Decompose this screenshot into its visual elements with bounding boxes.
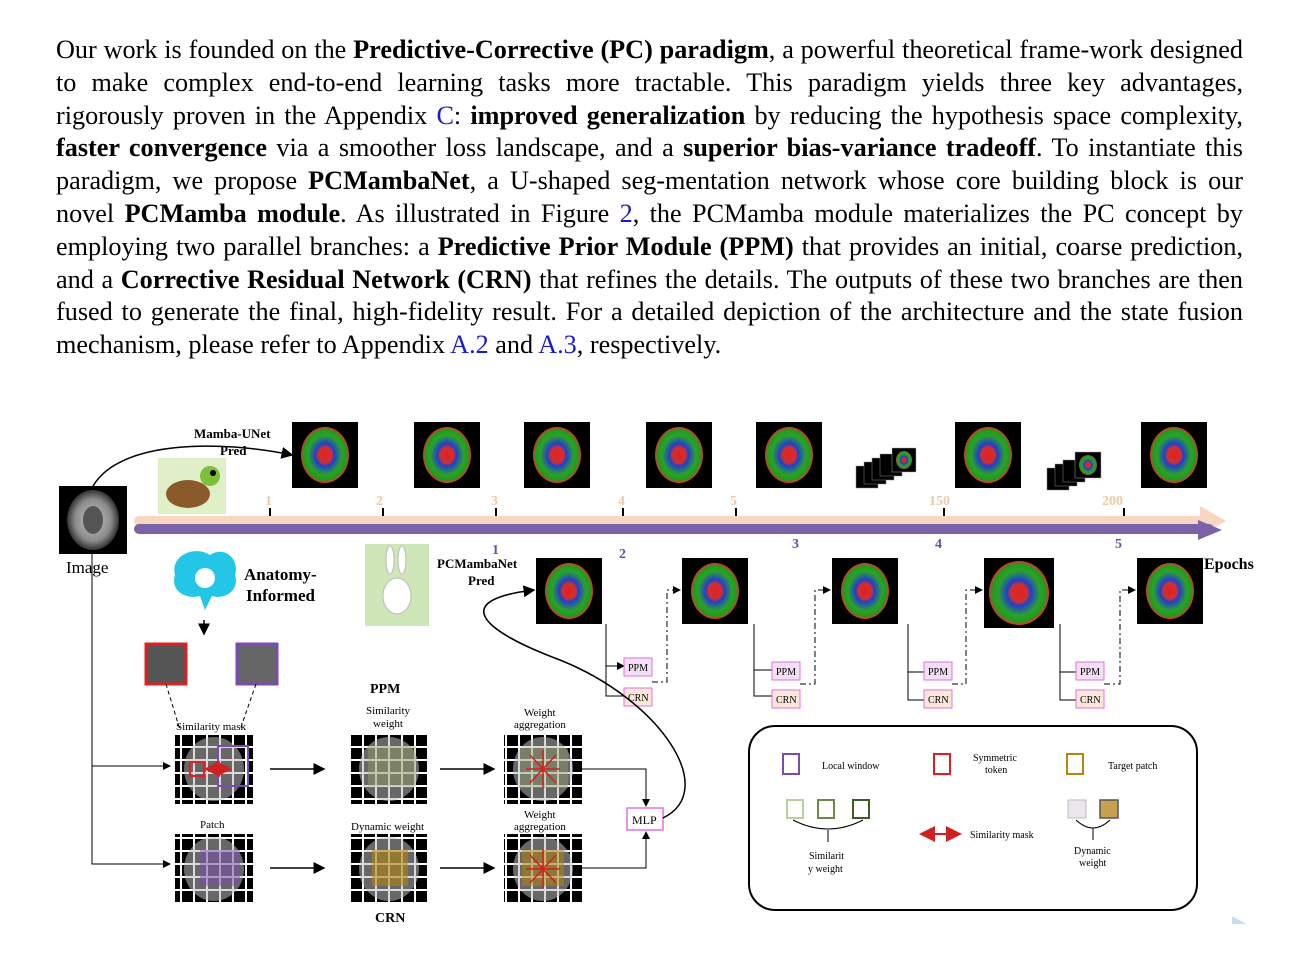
rabbit-icon (365, 544, 429, 626)
ppm-title: PPM (370, 682, 400, 697)
weight-aggregation-label-4: aggregation (514, 821, 566, 833)
bold-pc-paradigm: Predictive-Corrective (PC) paradigm (353, 35, 769, 64)
bottom-tick-5: 5 (1115, 537, 1122, 552)
mlp-label: MLP (632, 813, 657, 827)
crn-title: CRN (375, 911, 405, 926)
top-tick-150: 150 (929, 494, 950, 509)
top-tick-1: 1 (265, 494, 272, 509)
patch-grid (175, 834, 253, 904)
similarity-mask-grid (175, 734, 253, 804)
legend-dynamic-weight-swatch-2 (1099, 799, 1119, 819)
svg-text:PPM: PPM (776, 667, 796, 678)
legend-similarity-mask-label: Similarity mask (970, 830, 1034, 841)
mamba-unet-predictions (292, 422, 1207, 488)
ppm-box-1 (623, 657, 653, 677)
dynamic-weight-grid (350, 834, 428, 904)
weight-aggregation-label-3: Weight (524, 809, 556, 821)
top-tick-5: 5 (730, 494, 737, 509)
legend-similarity-weight-label-1: Similarit (809, 851, 844, 862)
bottom-tick-4: 4 (935, 537, 942, 552)
stacked-slices-icon (855, 447, 1102, 491)
turtle-icon (158, 458, 226, 514)
top-tick-3: 3 (491, 494, 498, 509)
svg-text:CRN: CRN (776, 695, 797, 706)
top-tick-200: 200 (1102, 494, 1123, 509)
input-image (59, 486, 127, 554)
legend-dynamic-weight-label-1: Dynamic (1074, 846, 1111, 857)
legend-similarity-weight-swatch-1 (786, 799, 804, 819)
legend-target-patch-swatch (1066, 753, 1084, 775)
image-label: Image (66, 558, 108, 577)
dynamic-weight-label: Dynamic weight (351, 821, 424, 833)
ppm-crn-blocks: PPM CRN PPM CRN PPM CRN PPM CRN (605, 586, 1136, 709)
svg-text:CRN: CRN (928, 695, 949, 706)
pcmambanet-predictions (536, 558, 1203, 628)
timeline (134, 506, 1226, 540)
similarity-weight-label-1: Similarity (366, 705, 411, 717)
top-tick-2: 2 (376, 494, 383, 509)
svg-text:CRN: CRN (628, 693, 649, 704)
mlp-box (626, 807, 664, 831)
ref-appendix-c[interactable]: C (436, 100, 454, 130)
legend-similarity-weight-swatch-2 (817, 799, 835, 819)
ref-appendix-a3[interactable]: A.3 (538, 330, 577, 360)
legend: Local window Symmetric token Target patc… (748, 725, 1198, 911)
top-ticks: 1 2 3 4 5 150 200 (265, 494, 1125, 516)
body-paragraph: Our work is founded on the Predictive-Co… (56, 35, 1244, 360)
legend-symmetric-token-swatch (933, 753, 951, 775)
svg-text:PPM: PPM (628, 663, 648, 674)
figure-2: 1 2 3 4 5 150 200 1 2 3 4 5 Epochs Image… (0, 410, 1314, 948)
mamba-unet-pred-label: Pred (220, 443, 247, 458)
brain-lightbulb-icon (174, 551, 236, 610)
legend-target-patch-label: Target patch (1108, 761, 1157, 772)
corner-marker-icon (1232, 916, 1246, 924)
bottom-tick-2: 2 (619, 547, 626, 562)
legend-dynamic-weight-label-2: weight (1079, 858, 1106, 869)
symmetric-token-crops (144, 642, 279, 731)
anatomy-informed-label-1: Anatomy- (244, 565, 317, 584)
legend-local-window-swatch (782, 753, 800, 775)
anatomy-informed-label-2: Informed (246, 586, 315, 605)
similarity-mask-label: Similarity mask (176, 721, 246, 733)
weight-aggregation-grid-bottom (504, 834, 582, 904)
legend-symmetric-token-label-2: token (985, 765, 1007, 776)
ref-appendix-a2[interactable]: A.2 (450, 330, 489, 360)
svg-text:CRN: CRN (1080, 695, 1101, 706)
bottom-tick-1: 1 (492, 543, 499, 558)
legend-local-window-label: Local window (822, 761, 880, 772)
svg-text:PPM: PPM (928, 667, 948, 678)
mamba-unet-label: Mamba-UNet (194, 426, 271, 441)
pcmambanet-pred-label: Pred (468, 573, 495, 588)
bottom-ticks: 1 2 3 4 5 (492, 537, 1122, 562)
patch-label: Patch (200, 819, 225, 831)
legend-similarity-weight-label-2: y weight (808, 864, 843, 875)
similarity-weight-grid (350, 734, 428, 804)
weight-aggregation-label-2: aggregation (514, 719, 566, 731)
weight-aggregation-label-1: Weight (524, 707, 556, 719)
legend-symmetric-token-label-1: Symmetric (973, 753, 1017, 764)
svg-text:PPM: PPM (1080, 667, 1100, 678)
bottom-tick-3: 3 (792, 537, 799, 552)
weight-aggregation-grid-top (504, 734, 582, 804)
ref-figure-2[interactable]: 2 (619, 198, 633, 228)
similarity-weight-label-2: weight (373, 718, 403, 730)
top-tick-4: 4 (618, 494, 625, 509)
legend-dynamic-weight-swatch-1 (1067, 799, 1087, 819)
legend-similarity-weight-swatch-3 (852, 799, 870, 819)
epochs-label: Epochs (1204, 556, 1254, 573)
pcmambanet-label: PCMambaNet (437, 556, 518, 571)
